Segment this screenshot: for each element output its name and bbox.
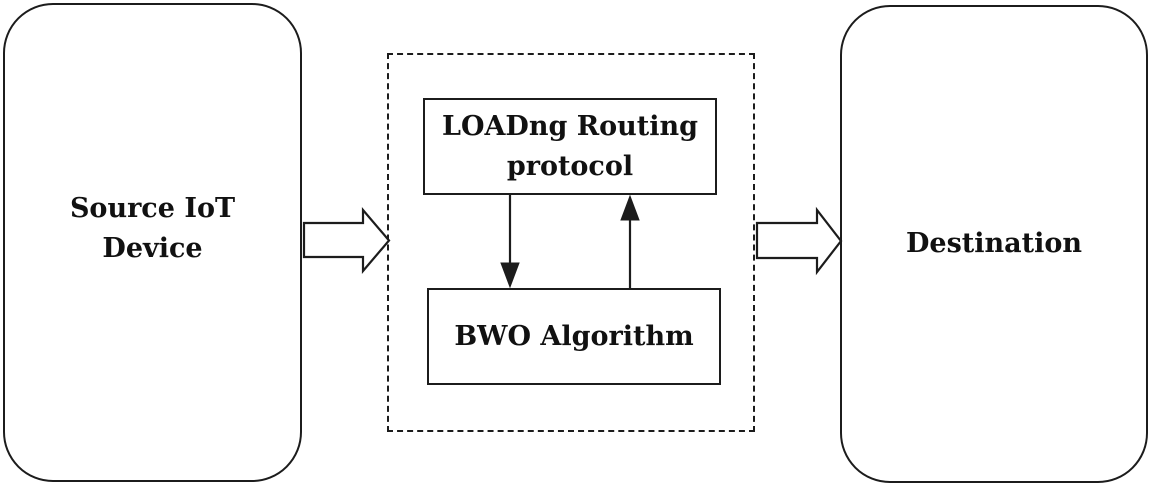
node-source-iot-device: Source IoT Device xyxy=(3,3,302,482)
loadng-routing-protocol-label: LOADng Routing protocol xyxy=(441,111,699,182)
node-bwo-algorithm: BWO Algorithm xyxy=(427,288,721,385)
routing-module-dashed-region: LOADng Routing protocol BWO Algorithm xyxy=(387,53,755,432)
node-destination: Destination xyxy=(840,5,1148,483)
node-loadng-routing-protocol: LOADng Routing protocol xyxy=(423,98,717,195)
destination-label: Destination xyxy=(905,228,1082,260)
source-iot-device-label: Source IoT Device xyxy=(69,193,236,264)
block-arrow-source-to-module xyxy=(302,207,391,274)
block-arrow-module-to-destination xyxy=(755,206,843,276)
bwo-algorithm-label: BWO Algorithm xyxy=(454,320,694,352)
